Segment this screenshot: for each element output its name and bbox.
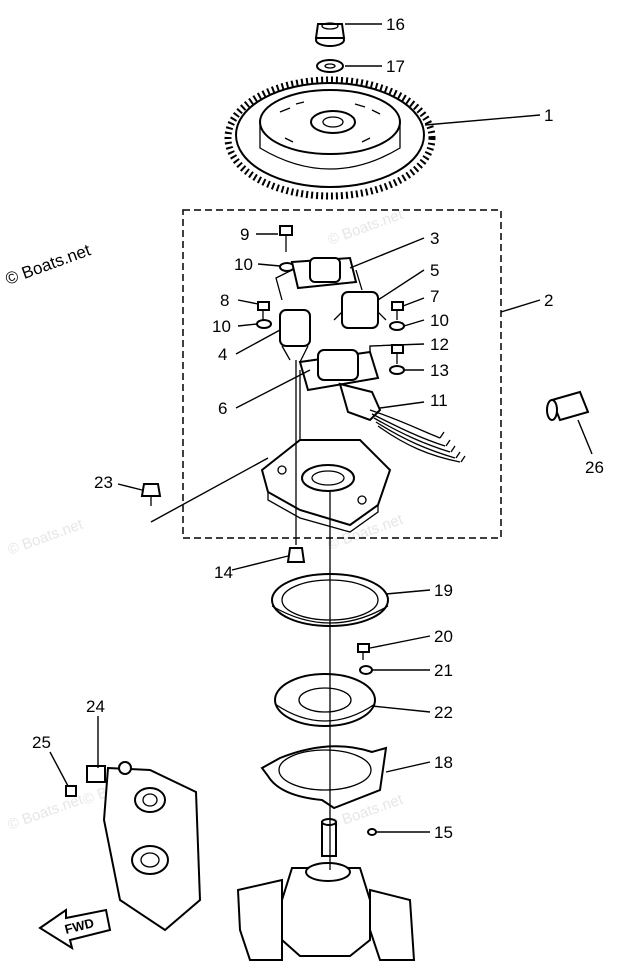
leader-line <box>577 419 593 455</box>
leader-line <box>257 263 281 267</box>
callout-19: 19 <box>434 581 453 600</box>
woodruff-key <box>367 828 377 836</box>
callout-2: 2 <box>544 291 553 310</box>
leader-line <box>49 751 69 787</box>
leader-line <box>500 299 541 313</box>
callout-17: 17 <box>386 57 405 76</box>
leader-line <box>349 237 425 269</box>
callout-12: 12 <box>430 335 449 354</box>
callout-25: 25 <box>32 733 51 752</box>
leader-line <box>377 269 425 301</box>
callout-10c: 10 <box>430 311 449 330</box>
flywheel <box>224 76 436 200</box>
screw <box>391 301 404 320</box>
washer <box>316 59 344 73</box>
flange-nut <box>314 22 346 47</box>
callout-14: 14 <box>214 563 233 582</box>
leader-line <box>402 297 425 307</box>
mount-bracket <box>86 761 202 932</box>
leader-line <box>235 369 311 409</box>
leader-line <box>150 457 269 523</box>
screw <box>357 643 370 660</box>
callout-3: 3 <box>430 229 439 248</box>
screw <box>279 225 293 252</box>
crankshaft-housing <box>236 818 416 961</box>
leader-line <box>117 483 143 491</box>
callout-10b: 10 <box>212 317 231 336</box>
lighting-coil <box>279 309 311 363</box>
callout-18: 18 <box>434 753 453 772</box>
stator-assembly-box <box>182 209 502 539</box>
leader-line <box>385 761 431 773</box>
callout-5: 5 <box>430 261 439 280</box>
callout-22: 22 <box>434 703 453 722</box>
leader-line <box>237 299 259 305</box>
screw <box>391 344 404 364</box>
callout-13: 13 <box>430 361 449 380</box>
leader-line <box>369 635 431 649</box>
callout-26: 26 <box>585 458 604 477</box>
callout-9: 9 <box>240 225 249 244</box>
leader-line <box>369 343 425 352</box>
callout-11: 11 <box>430 391 448 410</box>
leader-line <box>237 323 258 327</box>
watermark-faint: © Boats.net <box>6 791 86 834</box>
stator-base <box>260 439 392 533</box>
screw <box>257 301 270 320</box>
leader-line <box>385 589 431 595</box>
callout-20: 20 <box>434 627 453 646</box>
charge-coil <box>275 256 363 301</box>
gasket-ring <box>260 745 388 810</box>
leader-line <box>403 319 425 327</box>
callout-16: 16 <box>386 15 405 34</box>
nut <box>286 547 306 563</box>
leader-line <box>379 401 425 409</box>
callout-4: 4 <box>218 345 227 364</box>
washer <box>256 319 272 329</box>
leader-line <box>424 114 541 126</box>
washer <box>359 665 373 675</box>
lead-wire-harness <box>338 382 466 463</box>
washer <box>389 365 405 375</box>
callout-8: 8 <box>220 291 229 310</box>
screw <box>65 785 77 797</box>
callout-1: 1 <box>544 106 553 125</box>
washer <box>389 321 405 331</box>
callout-23: 23 <box>94 473 113 492</box>
watermark-faint: © Boats.net <box>326 206 406 249</box>
callout-21: 21 <box>434 661 453 680</box>
callout-6: 6 <box>218 399 227 418</box>
leader-line <box>235 329 281 355</box>
cap <box>546 390 590 422</box>
watermark-main: © Boats.net <box>3 240 93 288</box>
forward-direction-arrow: FWD <box>38 908 112 951</box>
bolt <box>140 483 162 506</box>
source-coil <box>298 349 380 392</box>
pulser-coil <box>333 291 387 329</box>
retainer-plate <box>274 673 376 727</box>
callout-24: 24 <box>86 697 105 716</box>
leader-line <box>231 555 289 571</box>
leader-line <box>371 705 431 713</box>
watermark-faint: © Boats.net <box>6 516 86 559</box>
fwd-label: FWD <box>63 915 95 937</box>
callout-15: 15 <box>434 823 453 842</box>
callout-10a: 10 <box>234 255 253 274</box>
callout-7: 7 <box>430 287 439 306</box>
